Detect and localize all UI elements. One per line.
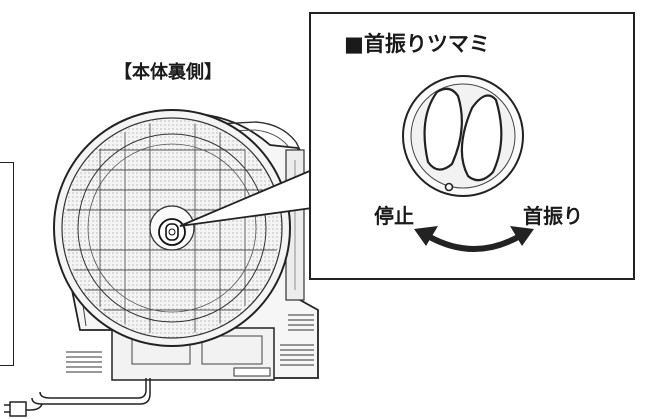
power-cord (4, 378, 151, 417)
stop-label: 停止 (374, 204, 414, 228)
callout-title: ■首振りツマミ (344, 32, 490, 56)
oscillate-label: 首振り (523, 204, 583, 228)
rear-view-label: 【本体裏側】 (114, 62, 222, 83)
left-frame-edge (0, 162, 14, 366)
oscillation-knob-small (158, 218, 186, 246)
